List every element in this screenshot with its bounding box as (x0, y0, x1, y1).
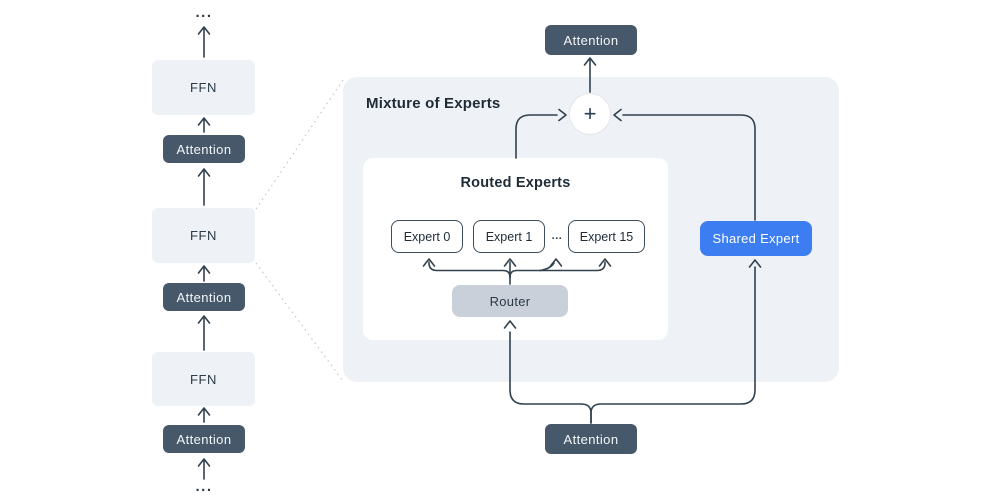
attention-block-bottom: Attention (545, 424, 637, 454)
expert-box: Expert 1 (473, 220, 545, 253)
sum-node: + (569, 93, 611, 135)
router-box: Router (452, 285, 568, 317)
attention-block-top: Attention (545, 25, 637, 55)
attention-block: Attention (163, 135, 245, 163)
moe-panel-title: Mixture of Experts (366, 95, 501, 112)
attention-block: Attention (163, 283, 245, 311)
dotted-expand-line-top (255, 79, 344, 210)
expert-box: Expert 0 (391, 220, 463, 253)
routed-experts-title: Routed Experts (460, 175, 571, 191)
attention-block: Attention (163, 425, 245, 453)
ffn-block-expanded: FFN (152, 208, 255, 263)
experts-ellipsis-dots: ... (551, 230, 563, 242)
shared-expert-box: Shared Expert (700, 221, 812, 256)
ffn-block: FFN (152, 60, 255, 115)
dotted-expand-line-bottom (255, 262, 344, 382)
stack-continues-top-dots: ... (195, 3, 213, 21)
expert-box: Expert 15 (568, 220, 645, 253)
ffn-block: FFN (152, 352, 255, 406)
stack-continues-bottom-dots: ... (195, 477, 213, 495)
